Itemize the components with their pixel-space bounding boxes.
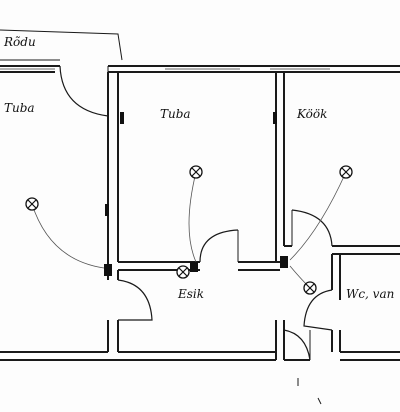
left-room-door-arc (117, 279, 153, 321)
hinge-markers (105, 112, 277, 216)
room-label-esik: Esik (177, 287, 204, 301)
room-label-wc: Wc, van (346, 287, 394, 301)
center-room-door-arc (199, 229, 239, 263)
ceiling-light-icon-kitchen (339, 165, 353, 179)
ceiling-light-icon-center (189, 165, 203, 179)
bottom-mark-2 (317, 397, 322, 405)
room-label-tuba-center: Tuba (160, 107, 191, 121)
hall-walls (0, 270, 310, 361)
entrance-door-arc (283, 329, 311, 361)
wc-walls (331, 254, 400, 361)
ceiling-light-icon-left (25, 197, 39, 211)
wc-door-arc (303, 289, 333, 331)
kitchen-door-arc (291, 209, 333, 247)
ceiling-light-icon-wc (303, 281, 317, 295)
ceiling-light-icon-hall (176, 265, 190, 279)
room-label-rodu: Rõdu (3, 35, 36, 49)
top-wall (0, 65, 400, 73)
wall-center-kitchen (275, 72, 285, 262)
wall-left-center (107, 72, 119, 272)
balcony-door-arc (59, 65, 109, 117)
room-label-tuba-left: Tuba (4, 101, 35, 115)
balcony-outline (0, 29, 123, 61)
room-label-kook: Köök (296, 107, 327, 121)
switch-icon (104, 256, 288, 276)
